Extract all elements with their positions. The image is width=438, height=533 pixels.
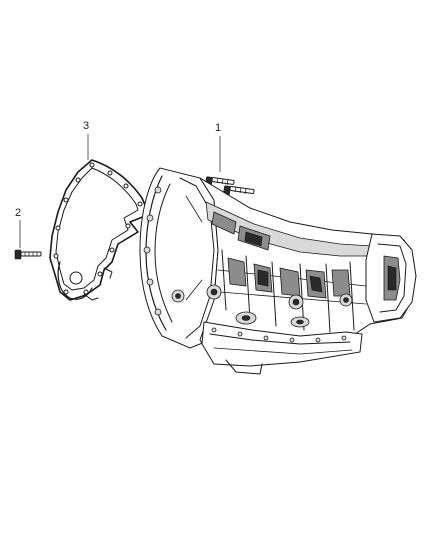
callout-1: 1 (215, 122, 221, 172)
callout-1-label: 1 (215, 122, 221, 134)
callout-3: 3 (83, 120, 89, 160)
callout-2-label: 2 (15, 207, 21, 219)
cover-plate-bolt (14, 249, 42, 260)
oil-pan-bolts (211, 327, 347, 343)
mounting-bolt-lower (223, 185, 255, 196)
case-shadows (227, 257, 351, 299)
bell-housing-bolt-bosses (143, 186, 162, 316)
callout-2: 2 (15, 207, 21, 248)
gasket-bolt-holes (53, 162, 143, 295)
transmission-cover-plate-gasket (49, 159, 149, 301)
solenoid-connectors (171, 284, 353, 310)
callout-3-label: 3 (83, 120, 89, 132)
transmission-assembly (139, 167, 417, 375)
